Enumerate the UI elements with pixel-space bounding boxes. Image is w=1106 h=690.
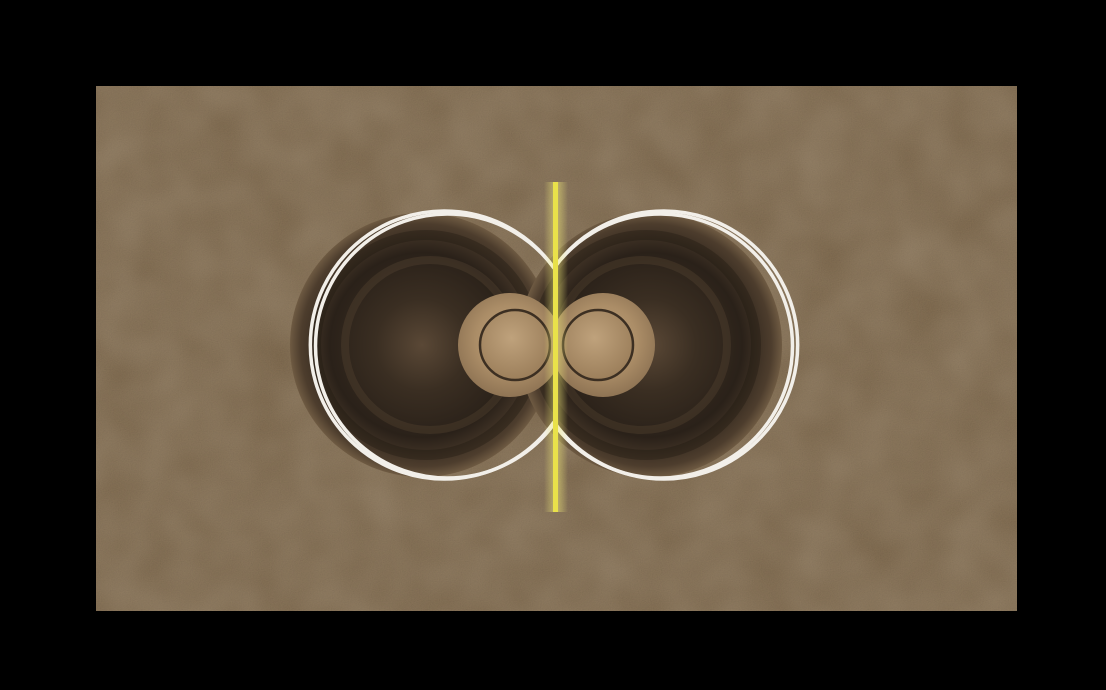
divider-line [553, 182, 558, 512]
image-frame [96, 86, 1017, 611]
sand-pits-illustration [96, 86, 1017, 611]
